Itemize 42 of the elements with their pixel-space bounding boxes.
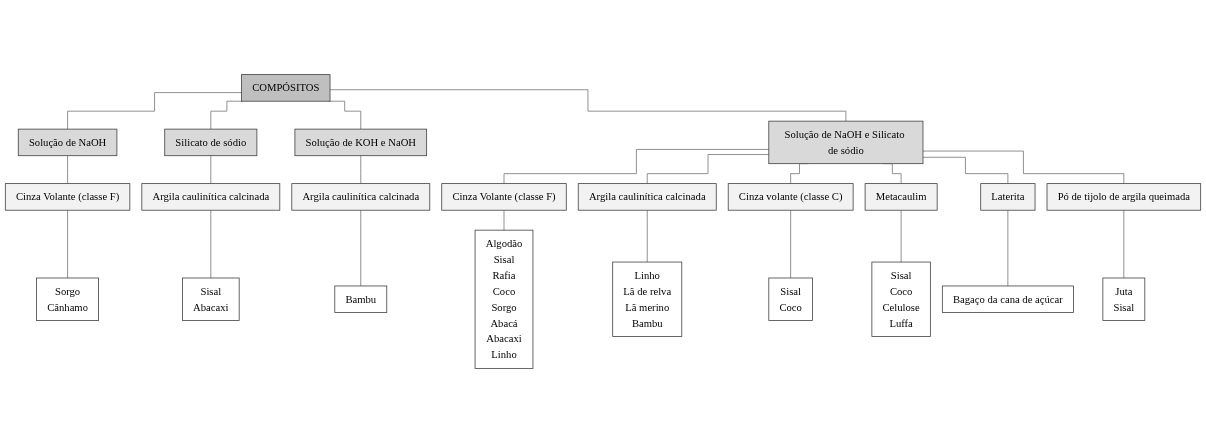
node-box: Argila caulinítica calcinada	[291, 183, 431, 211]
connector	[503, 149, 770, 185]
connector	[922, 150, 1125, 185]
connector	[67, 209, 69, 279]
connector	[503, 209, 505, 231]
node-box: Cinza volante (classe C)	[727, 183, 854, 211]
connector	[360, 209, 362, 287]
node-box: Cinza Volante (classe F)	[4, 183, 131, 211]
connector	[328, 100, 362, 130]
connector	[1123, 209, 1125, 279]
connector	[210, 209, 212, 279]
node-box: Sisal Abacaxi	[182, 277, 240, 321]
node-box: Bagaço da cana de açúcar	[941, 285, 1074, 313]
connector	[646, 154, 770, 185]
node-box: Solução de KOH e NaOH	[294, 128, 428, 157]
node-box: Metacaulim	[864, 183, 938, 211]
connector	[360, 155, 362, 185]
node-box: Solução de NaOH e Silicato de sódio	[768, 120, 924, 165]
connector	[1007, 209, 1009, 287]
node-box: Argila caulinítica calcinada	[577, 183, 717, 211]
connector	[67, 155, 69, 185]
connector	[329, 89, 847, 122]
node-box: Sisal Coco	[768, 277, 813, 321]
connector	[210, 155, 212, 185]
node-box: Bambu	[334, 285, 388, 313]
node-box: Solução de NaOH	[17, 128, 118, 157]
node-box: Juta Sisal	[1102, 277, 1146, 321]
node-box: Cinza Volante (classe F)	[441, 183, 567, 211]
node-box: Silicato de sódio	[164, 128, 258, 157]
node-box: Linho Lã de relva Lã merino Bambu	[612, 261, 683, 337]
node-box: Sisal Coco Celulose Luffa	[871, 261, 931, 337]
node-box: Argila caulinítica calcinada	[141, 183, 281, 211]
node-box: Sorgo Cânhamo	[36, 277, 99, 321]
connector	[646, 209, 648, 263]
node-box: Algodão Sisal Rafia Coco Sorgo Abacá Abacaxi Linho	[474, 229, 534, 369]
connector	[922, 156, 1009, 185]
connector	[67, 92, 242, 130]
connector	[790, 209, 792, 279]
node-box: Laterita	[980, 183, 1036, 211]
node-box: Pó de tijolo de argila queimada	[1046, 183, 1202, 211]
node-box: COMPÓSITOS	[241, 74, 331, 102]
connector	[900, 209, 902, 263]
